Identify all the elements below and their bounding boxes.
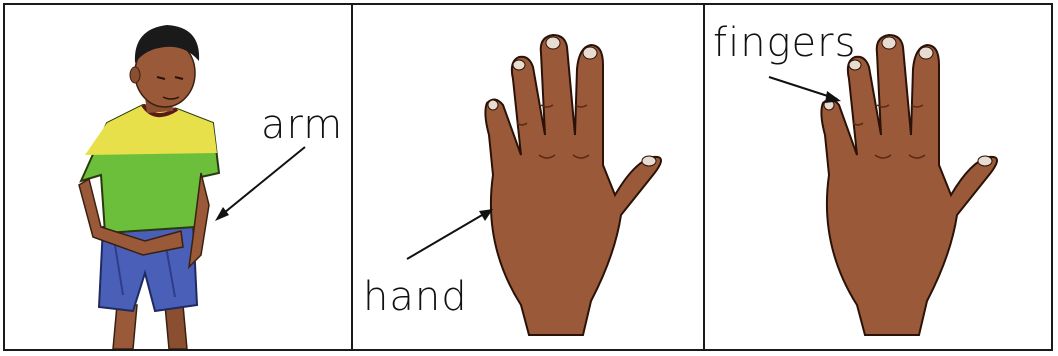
- panel-fingers: fingers: [705, 5, 1053, 349]
- panel-hand: hand: [353, 5, 703, 349]
- panel-arm: arm: [5, 5, 351, 349]
- label-arm: arm: [261, 105, 343, 145]
- label-fingers: fingers: [713, 23, 856, 63]
- boy-illustration: [5, 5, 351, 349]
- label-hand: hand: [363, 277, 468, 317]
